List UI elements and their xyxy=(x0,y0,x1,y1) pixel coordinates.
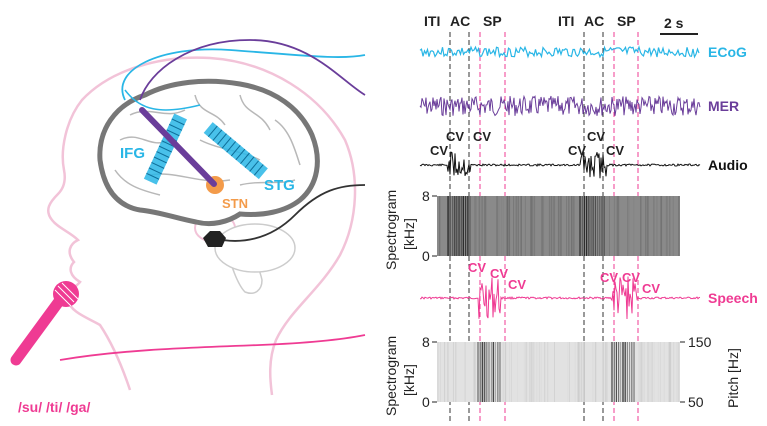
earphone-icon xyxy=(203,231,226,247)
ecog-trace xyxy=(419,45,700,59)
ecog-label: ECoG xyxy=(708,44,747,60)
spec-top-ylabel: Spectrogram xyxy=(383,190,399,270)
traces-panel: ITI AC SP ITI AC SP 2 s ECoG MER Audio C… xyxy=(383,13,758,422)
mer-label: MER xyxy=(708,98,739,114)
cerebellum xyxy=(214,223,296,273)
spectrogram-top-panel xyxy=(437,196,680,256)
marker-sp-1: SP xyxy=(483,13,502,29)
microphone-icon xyxy=(10,281,79,366)
syllables-label: /su/ /ti/ /ga/ xyxy=(18,399,90,415)
marker-sp-2: SP xyxy=(617,13,636,29)
speech-cv-1: CV xyxy=(468,260,486,275)
audio-cv-1: CV xyxy=(430,143,448,158)
spec-bot-ylabel: Spectrogram xyxy=(383,336,399,416)
audio-cv-5: CV xyxy=(587,129,605,144)
ecog-cable xyxy=(121,48,366,101)
pitch-min: 50 xyxy=(688,394,704,410)
spec-top-ymin: 0 xyxy=(422,248,430,264)
speech-cv-3: CV xyxy=(508,277,526,292)
ifg-electrode xyxy=(143,113,187,185)
marker-ac-2: AC xyxy=(584,13,604,29)
spec-top-ymax: 8 xyxy=(422,188,430,204)
marker-iti-2: ITI xyxy=(558,13,574,29)
audio-cable xyxy=(212,184,366,242)
speech-trace xyxy=(420,276,701,320)
audio-cv-3: CV xyxy=(473,129,491,144)
scale-bar-label: 2 s xyxy=(664,15,684,31)
audio-cv-6: CV xyxy=(606,143,624,158)
dbs-lead xyxy=(139,107,217,187)
speech-cv-2: CV xyxy=(490,266,508,281)
spectrogram-bottom-texture xyxy=(437,342,680,402)
spectrogram-top: 8 0 Spectrogram [kHz] xyxy=(383,188,680,270)
spectrogram-top-texture xyxy=(439,196,680,256)
speech-cv-6: CV xyxy=(642,281,660,296)
mer-cable xyxy=(139,39,366,101)
spec-top-yunit: [kHz] xyxy=(401,218,417,250)
spectrogram-bottom: 8 0 Spectrogram [kHz] 150 50 Pitch [Hz] xyxy=(383,334,741,416)
ifg-label: IFG xyxy=(120,145,145,162)
spectrogram-bottom-panel xyxy=(437,342,680,402)
spec-bot-ymax: 8 xyxy=(422,334,430,350)
audio-cv-4: CV xyxy=(568,143,586,158)
speech-label: Speech xyxy=(708,290,758,306)
audio-label: Audio xyxy=(708,157,748,173)
head-illustration: IFG STG STN /su/ /ti/ /ga/ xyxy=(10,39,366,415)
speech-cv-4: CV xyxy=(600,270,618,285)
speech-cable xyxy=(59,334,366,361)
pitch-label: Pitch [Hz] xyxy=(725,348,741,408)
mer-trace xyxy=(419,94,701,117)
ecog-cable-2 xyxy=(124,89,201,111)
stg-electrode xyxy=(203,122,268,180)
stg-label: STG xyxy=(264,177,295,194)
stn-label: STN xyxy=(222,196,248,211)
spec-bot-yunit: [kHz] xyxy=(401,364,417,396)
brain-outline xyxy=(97,78,320,227)
marker-iti-1: ITI xyxy=(424,13,440,29)
marker-ac-1: AC xyxy=(450,13,470,29)
audio-cv-2: CV xyxy=(446,129,464,144)
spec-bot-ymin: 0 xyxy=(422,394,430,410)
pitch-max: 150 xyxy=(688,334,712,350)
speech-cv-5: CV xyxy=(622,270,640,285)
audio-trace xyxy=(419,151,701,179)
